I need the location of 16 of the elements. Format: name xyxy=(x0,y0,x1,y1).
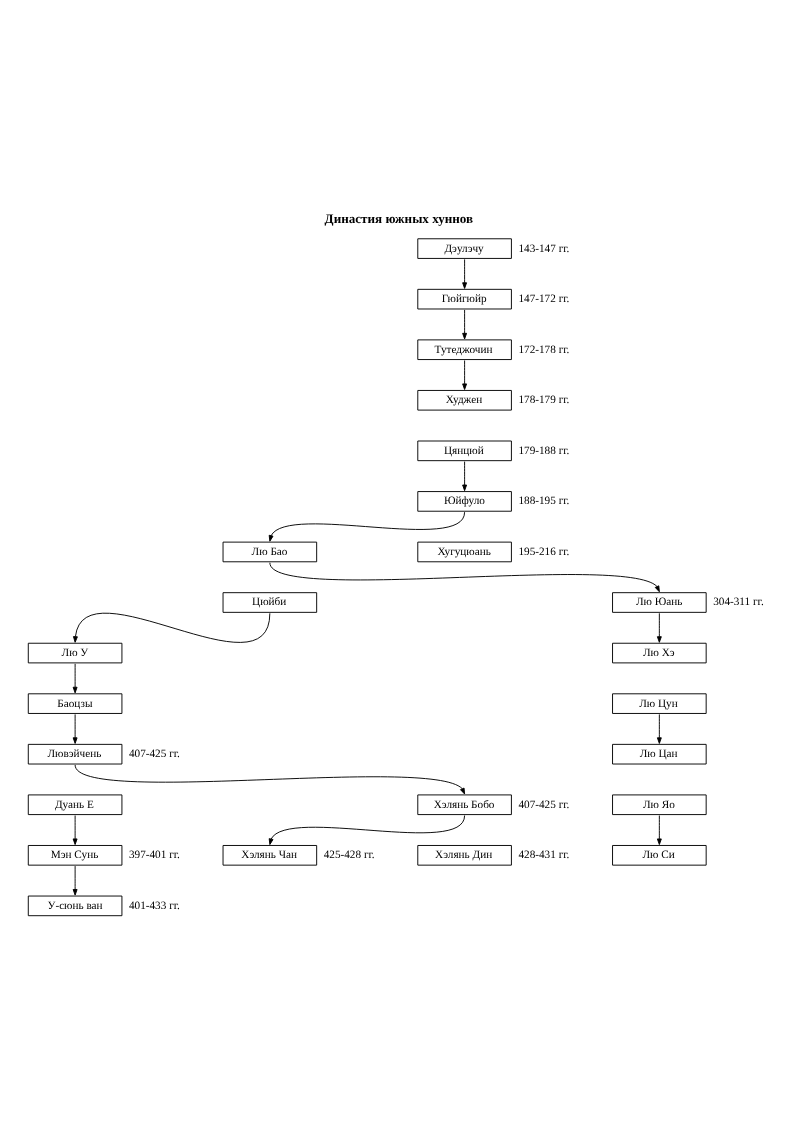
arrow xyxy=(74,763,466,794)
arrow xyxy=(72,814,78,844)
arrow xyxy=(462,308,468,339)
arrow xyxy=(72,864,78,895)
arrow xyxy=(72,712,78,743)
arrow xyxy=(269,561,660,592)
arrow xyxy=(73,611,271,642)
arrow xyxy=(656,712,662,743)
arrow xyxy=(268,814,466,844)
arrow xyxy=(462,359,468,389)
arrow xyxy=(268,510,466,541)
arrow xyxy=(656,611,662,642)
arrow xyxy=(462,257,468,288)
arrow xyxy=(656,814,662,844)
arrow xyxy=(72,662,78,693)
arrow xyxy=(462,460,468,491)
